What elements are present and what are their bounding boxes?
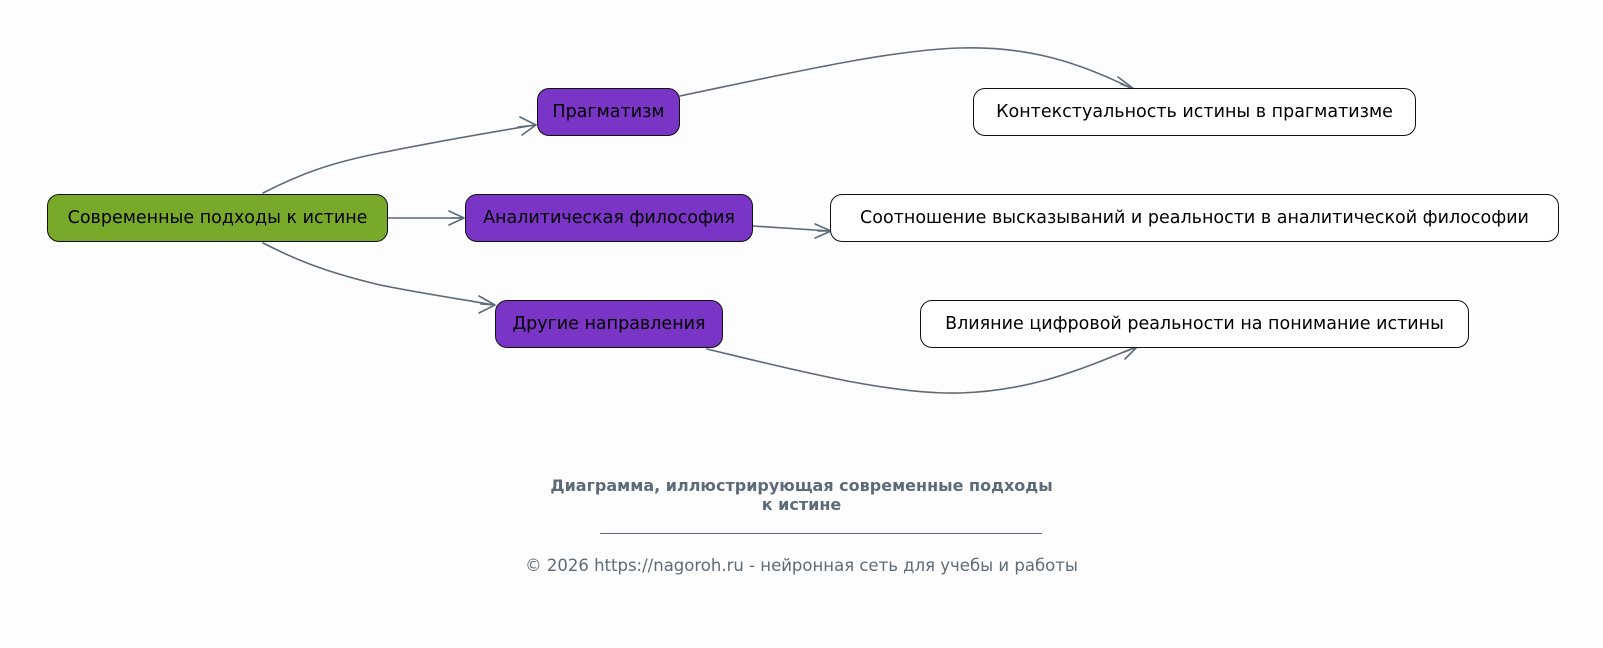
diagram-caption: Диаграмма, иллюстрирующая современные по… [0, 476, 1603, 514]
branch-node-analytic: Аналитическая философия [465, 194, 753, 242]
branch-node-label: Другие направления [512, 314, 706, 334]
root-node-label: Современные подходы к истине [67, 208, 368, 228]
edge-pragmatism-leaf [679, 47, 1134, 97]
edge-root-other-arrow [478, 295, 496, 314]
caption-line-1: Диаграмма, иллюстрирующая современные по… [550, 476, 1053, 495]
branch-node-pragmatism: Прагматизм [537, 88, 680, 136]
edge-analytic-leaf [752, 225, 831, 232]
leaf-node-label: Контекстуальность истины в прагматизме [996, 102, 1393, 122]
leaf-node-label: Соотношение высказываний и реальности в … [860, 208, 1529, 228]
branch-node-other: Другие направления [495, 300, 723, 348]
edge-root-pragmatism [262, 124, 536, 194]
edge-other-leaf [706, 346, 1137, 394]
branch-node-label: Прагматизм [552, 102, 665, 122]
edge-analytic-leaf-arrow [814, 223, 832, 239]
caption-line-2: к истине [761, 495, 842, 514]
footer-copyright: © 2026 https://nagoroh.ru - нейронная се… [525, 556, 1078, 575]
edge-root-other [262, 242, 495, 306]
edge-root-pragmatism-arrow [517, 116, 537, 136]
root-node: Современные подходы к истине [47, 194, 388, 242]
leaf-node-pragmatism-context: Контекстуальность истины в прагматизме [973, 88, 1416, 136]
caption-divider [600, 533, 1042, 534]
branch-node-label: Аналитическая философия [483, 208, 735, 228]
leaf-node-label: Влияние цифровой реальности на понимание… [945, 314, 1444, 334]
edge-root-analytic-arrow [448, 210, 465, 226]
leaf-node-analytic-statements: Соотношение высказываний и реальности в … [830, 194, 1559, 242]
leaf-node-digital-reality: Влияние цифровой реальности на понимание… [920, 300, 1469, 348]
